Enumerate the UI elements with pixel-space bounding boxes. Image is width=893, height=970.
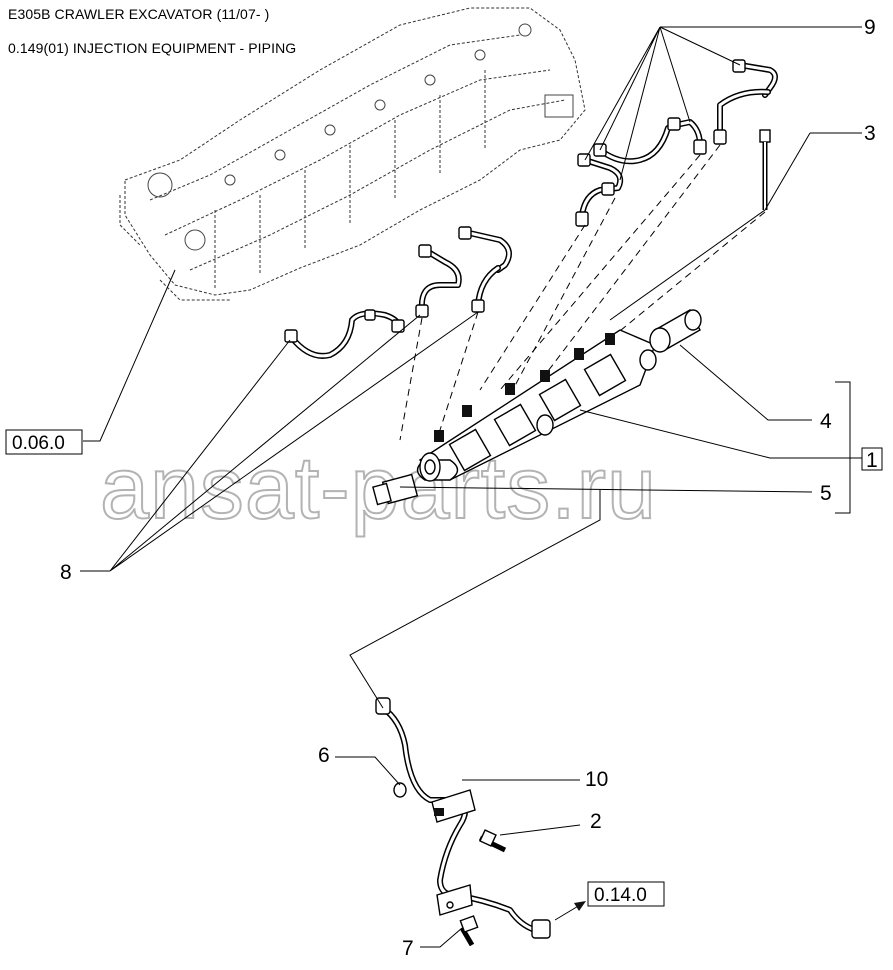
- engine-ref-box[interactable]: [5, 429, 83, 455]
- callout-5: 5: [820, 482, 832, 505]
- assembly-guide-lines: [399, 144, 766, 441]
- callout-4: 4: [820, 410, 832, 433]
- bolt-icon: [759, 129, 771, 210]
- bolt-icon: [478, 829, 507, 853]
- injector-pipe-icon: [575, 59, 778, 227]
- pressure-sensor-icon: [649, 309, 702, 353]
- callout-2: 2: [590, 810, 602, 833]
- outlet-ref-link[interactable]: 0.14.0: [594, 885, 647, 906]
- washer-icon: [393, 782, 407, 798]
- pressure-valve-icon: [372, 473, 419, 506]
- leader-lines: [80, 26, 862, 948]
- callout-1-box: [861, 447, 883, 471]
- injector-pipe-icon: [375, 697, 551, 939]
- bolt-icon: [459, 915, 479, 947]
- bracket-icon: [431, 789, 476, 916]
- engine-ref-link[interactable]: 0.06.0: [12, 433, 65, 454]
- callout-8: 8: [60, 561, 72, 584]
- injector-pipe-icon: [284, 226, 512, 359]
- callout-7: 7: [402, 937, 414, 960]
- page-subtitle: 0.149(01) INJECTION EQUIPMENT - PIPING: [8, 40, 297, 56]
- outlet-ref-box[interactable]: [587, 881, 665, 907]
- arrow-right-icon: [574, 901, 586, 911]
- callout-10: 10: [585, 768, 608, 791]
- page-title: E305B CRAWLER EXCAVATOR (11/07- ): [8, 6, 270, 22]
- common-rail-icon: [416, 329, 657, 482]
- callout-3: 3: [864, 122, 876, 145]
- engine-block-icon: [119, 7, 586, 301]
- callout-6: 6: [318, 744, 330, 767]
- callout-9: 9: [864, 16, 876, 39]
- callout-1: 1: [866, 449, 878, 472]
